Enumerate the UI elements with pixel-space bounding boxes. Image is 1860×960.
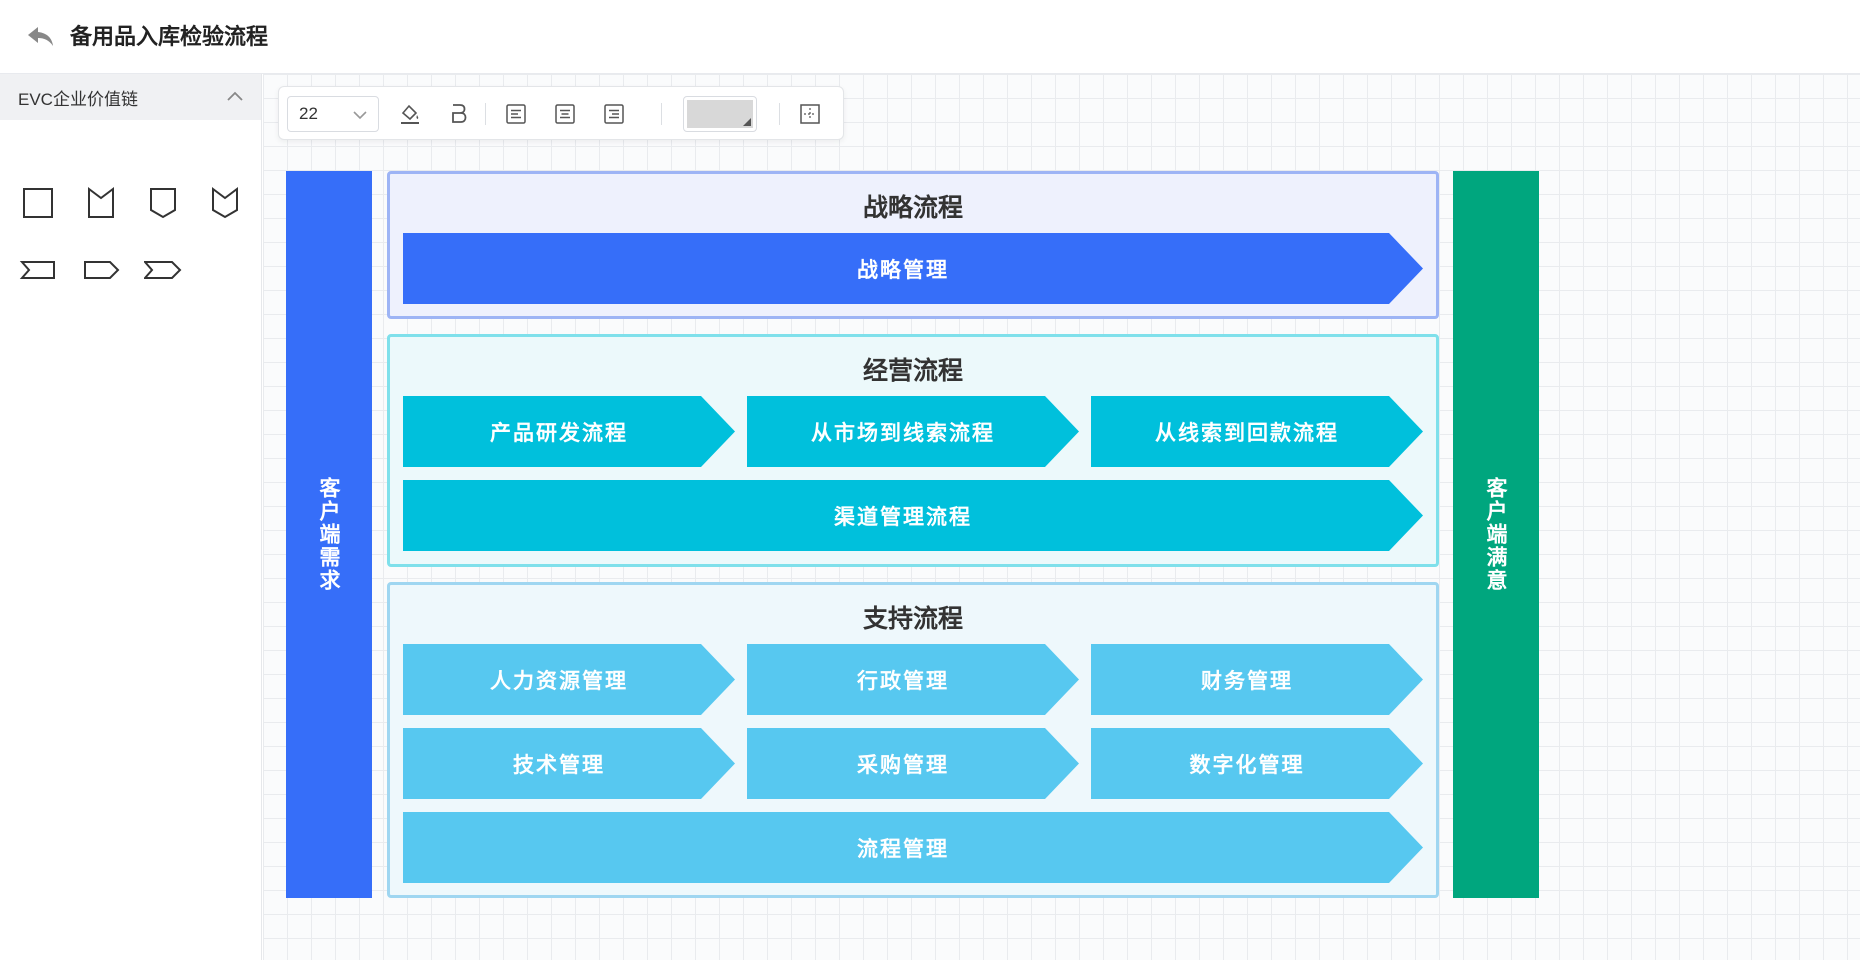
support-arrow-label: 采购管理 xyxy=(857,752,949,777)
chevron-down-icon xyxy=(352,107,368,121)
operation-arrow-label: 产品研发流程 xyxy=(490,420,628,445)
panel-title: EVC企业价值链 xyxy=(18,89,138,109)
back-arrow-icon[interactable] xyxy=(26,24,56,50)
strategy-section-title: 战略流程 xyxy=(862,193,963,222)
pentagon-down-shape-icon[interactable] xyxy=(144,184,182,222)
border-button[interactable] xyxy=(795,99,825,129)
paint-bucket-icon xyxy=(401,104,419,124)
rectangle-shape-icon[interactable] xyxy=(19,184,57,222)
strategy-arrow-label: 战略管理 xyxy=(857,257,949,282)
font-size-value: 22 xyxy=(299,104,318,123)
bold-icon xyxy=(452,104,467,123)
border-icon xyxy=(800,104,820,124)
customer-satisfaction-bar[interactable]: 客户端满意 xyxy=(1453,171,1539,898)
customer-demand-bar[interactable]: 客户端需求 xyxy=(286,171,372,898)
support-arrow[interactable]: 数字化管理 xyxy=(1091,728,1423,799)
support-arrow[interactable]: 人力资源管理 xyxy=(403,644,735,715)
font-size-select[interactable]: 22 xyxy=(287,96,379,132)
operation-arrow-label: 从市场到线索流程 xyxy=(811,420,995,445)
customer-satisfaction-label: 客户端满意 xyxy=(1484,477,1508,592)
align-center-button[interactable] xyxy=(550,99,580,129)
operation-arrow[interactable]: 渠道管理流程 xyxy=(403,480,1423,551)
align-left-button[interactable] xyxy=(501,99,531,129)
operation-arrow[interactable]: 产品研发流程 xyxy=(403,396,735,467)
support-arrow[interactable]: 财务管理 xyxy=(1091,644,1423,715)
support-arrow[interactable]: 流程管理 xyxy=(403,812,1423,883)
pentagon-right-shape-icon[interactable] xyxy=(82,251,120,289)
app-header: 备用品入库检验流程 xyxy=(0,0,1860,74)
bold-button[interactable] xyxy=(443,99,473,129)
support-arrow[interactable]: 行政管理 xyxy=(747,644,1079,715)
support-arrow[interactable]: 技术管理 xyxy=(403,728,735,799)
align-right-button[interactable] xyxy=(599,99,629,129)
fill-color-button[interactable] xyxy=(395,99,425,129)
format-toolbar: 22 xyxy=(278,86,844,140)
chevron-down-shape-icon[interactable] xyxy=(206,184,244,222)
support-arrow[interactable]: 采购管理 xyxy=(747,728,1079,799)
panel-header[interactable]: EVC企业价值链 xyxy=(0,74,261,120)
shape-library-sidebar: EVC企业价值链 xyxy=(0,74,262,960)
toolbar-divider xyxy=(779,103,780,125)
chevron-right-shape-icon[interactable] xyxy=(142,251,182,289)
support-arrow-label: 技术管理 xyxy=(513,752,605,777)
strategy-process-section[interactable]: 战略流程 战略管理 xyxy=(387,171,1439,319)
support-arrow-label: 流程管理 xyxy=(857,836,949,861)
support-arrow-label: 行政管理 xyxy=(857,668,949,693)
toolbar-divider xyxy=(661,103,662,125)
align-right-icon xyxy=(604,104,624,124)
operation-process-section[interactable]: 经营流程 产品研发流程 从市场到线索流程 从线索到回款流程 渠道管理流程 xyxy=(387,334,1439,567)
support-arrow-label: 财务管理 xyxy=(1201,668,1293,693)
support-arrow-label: 人力资源管理 xyxy=(490,668,628,693)
align-center-icon xyxy=(555,104,575,124)
support-section-title: 支持流程 xyxy=(862,604,963,633)
notched-left-shape-icon[interactable] xyxy=(19,251,57,289)
customer-demand-label: 客户端需求 xyxy=(317,477,341,592)
operation-arrow-label: 从线索到回款流程 xyxy=(1155,420,1339,445)
align-left-icon xyxy=(506,104,526,124)
support-arrow-label: 数字化管理 xyxy=(1189,752,1305,777)
operation-arrow[interactable]: 从市场到线索流程 xyxy=(747,396,1079,467)
color-swatch-fill xyxy=(687,100,753,128)
page-title: 备用品入库检验流程 xyxy=(70,25,269,50)
strategy-arrow[interactable]: 战略管理 xyxy=(403,233,1423,304)
notched-rectangle-shape-icon[interactable] xyxy=(82,184,120,222)
toolbar-divider xyxy=(485,103,486,125)
support-process-section[interactable]: 支持流程 人力资源管理 行政管理 财务管理 技术管理 采购管理 数字化管理 流程… xyxy=(387,582,1439,898)
chevron-up-icon[interactable] xyxy=(223,85,247,109)
operation-arrow-label: 渠道管理流程 xyxy=(834,504,972,529)
shape-grid xyxy=(0,120,261,280)
text-color-picker[interactable] xyxy=(683,96,757,132)
operation-section-title: 经营流程 xyxy=(862,356,963,385)
operation-arrow[interactable]: 从线索到回款流程 xyxy=(1091,396,1423,467)
